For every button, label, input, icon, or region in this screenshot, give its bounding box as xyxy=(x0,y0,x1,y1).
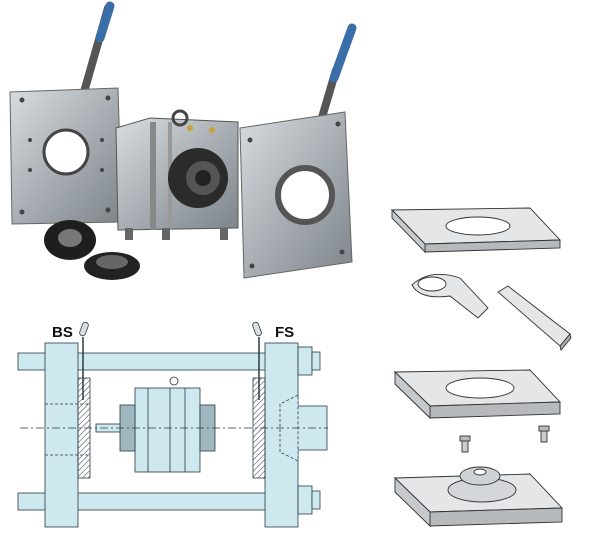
clamp-plate-middle xyxy=(393,369,562,420)
left-clamp-plate xyxy=(9,87,123,225)
wrench xyxy=(411,273,489,319)
lever-bar xyxy=(497,285,572,351)
exploded-view xyxy=(390,207,572,528)
base-plate-with-ring xyxy=(393,466,564,528)
mold-block xyxy=(115,109,239,240)
machine-section-diagram xyxy=(17,321,328,528)
back-side-label: BS xyxy=(52,324,73,341)
back-side-platen xyxy=(44,342,79,528)
locating-rings xyxy=(44,220,140,280)
mold-section xyxy=(95,376,216,473)
bolts xyxy=(459,425,550,453)
clamp-plate-top xyxy=(390,207,562,254)
front-side-label: FS xyxy=(275,324,294,341)
left-clamp-handle xyxy=(80,1,115,96)
photo-mold-assembly xyxy=(9,1,357,280)
right-clamp-plate xyxy=(239,111,353,279)
